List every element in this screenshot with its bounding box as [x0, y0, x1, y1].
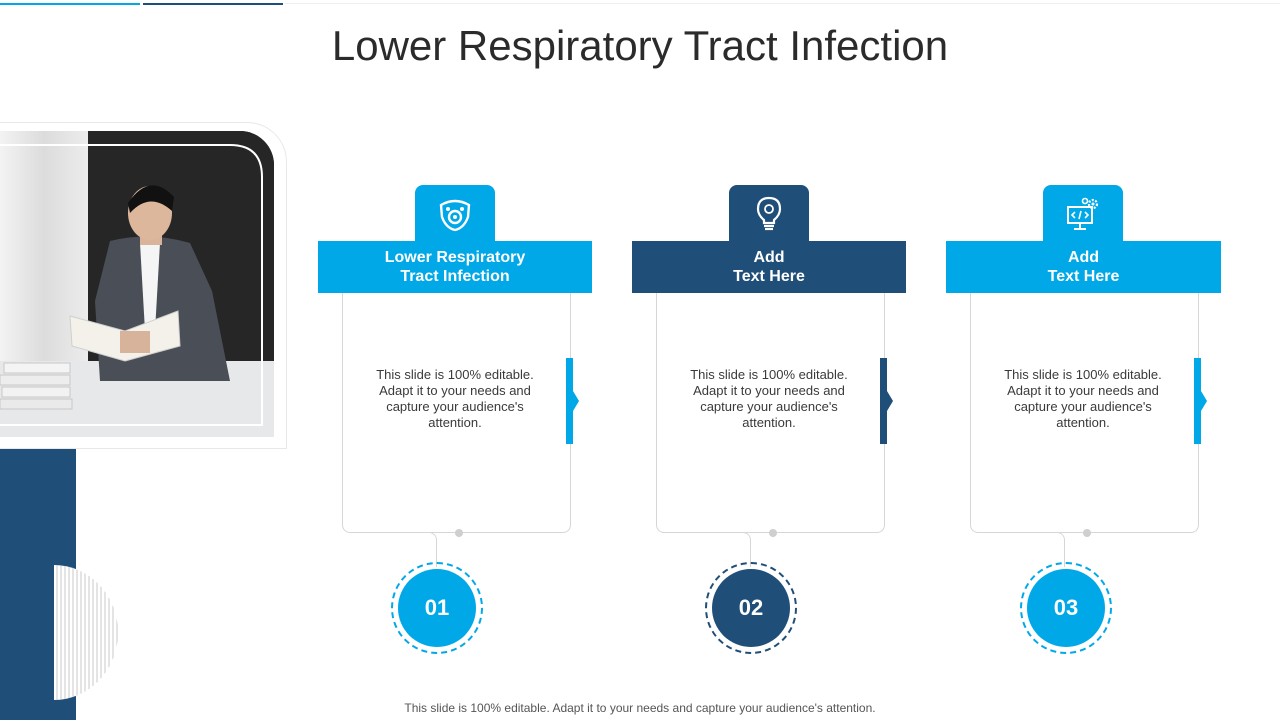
step-number-3: 03 [1020, 562, 1112, 654]
card-3-dot [1083, 529, 1091, 537]
top-accent-line-dark [143, 3, 283, 5]
card-1-icon-tab [415, 185, 495, 243]
card-2-dot [769, 529, 777, 537]
top-divider-line [285, 3, 1280, 4]
page-title: Lower Respiratory Tract Infection [331, 22, 949, 69]
card-3-header: Add Text Here [946, 241, 1221, 293]
card-2-side-tab [880, 358, 893, 444]
card-1-header: Lower Respiratory Tract Infection [318, 241, 592, 293]
card-3-icon-tab [1043, 185, 1123, 243]
lightbulb-icon [756, 196, 782, 231]
card-2-header-text: Add Text Here [733, 249, 805, 285]
gas-mask-icon [439, 199, 471, 232]
card-2-header: Add Text Here [632, 241, 906, 293]
step-number-1: 01 [391, 562, 483, 654]
footer-note: This slide is 100% editable. Adapt it to… [404, 701, 876, 715]
card-2-icon-tab [729, 185, 809, 243]
card-3-side-tab [1194, 358, 1207, 444]
card-2-connector [726, 532, 751, 567]
step-number-3-circle: 03 [1027, 569, 1105, 647]
step-number-2: 02 [705, 562, 797, 654]
top-accent-line-light [0, 3, 140, 5]
striped-semicircle-decoration [54, 565, 118, 700]
businessman-reading-photo [0, 131, 274, 437]
card-1-header-text: Lower Respiratory Tract Infection [384, 249, 526, 285]
card-3-description: This slide is 100% editable. Adapt it to… [1004, 367, 1162, 430]
card-1-dot [455, 529, 463, 537]
step-card-1: Lower Respiratory Tract Infection This s… [318, 185, 594, 567]
card-2-description: This slide is 100% editable. Adapt it to… [690, 367, 848, 430]
card-1-side-tab [566, 358, 579, 444]
step-number-2-circle: 02 [712, 569, 790, 647]
code-monitor-gear-icon [1067, 197, 1099, 230]
card-1-connector [412, 532, 437, 567]
card-3-connector [1040, 532, 1065, 567]
step-card-3: Add Text Here This slide is 100% editabl… [946, 185, 1222, 567]
step-card-2: Add Text Here This slide is 100% editabl… [632, 185, 908, 567]
card-1-description: This slide is 100% editable. Adapt it to… [376, 367, 534, 430]
card-3-header-text: Add Text Here [1047, 249, 1120, 285]
step-number-1-circle: 01 [398, 569, 476, 647]
